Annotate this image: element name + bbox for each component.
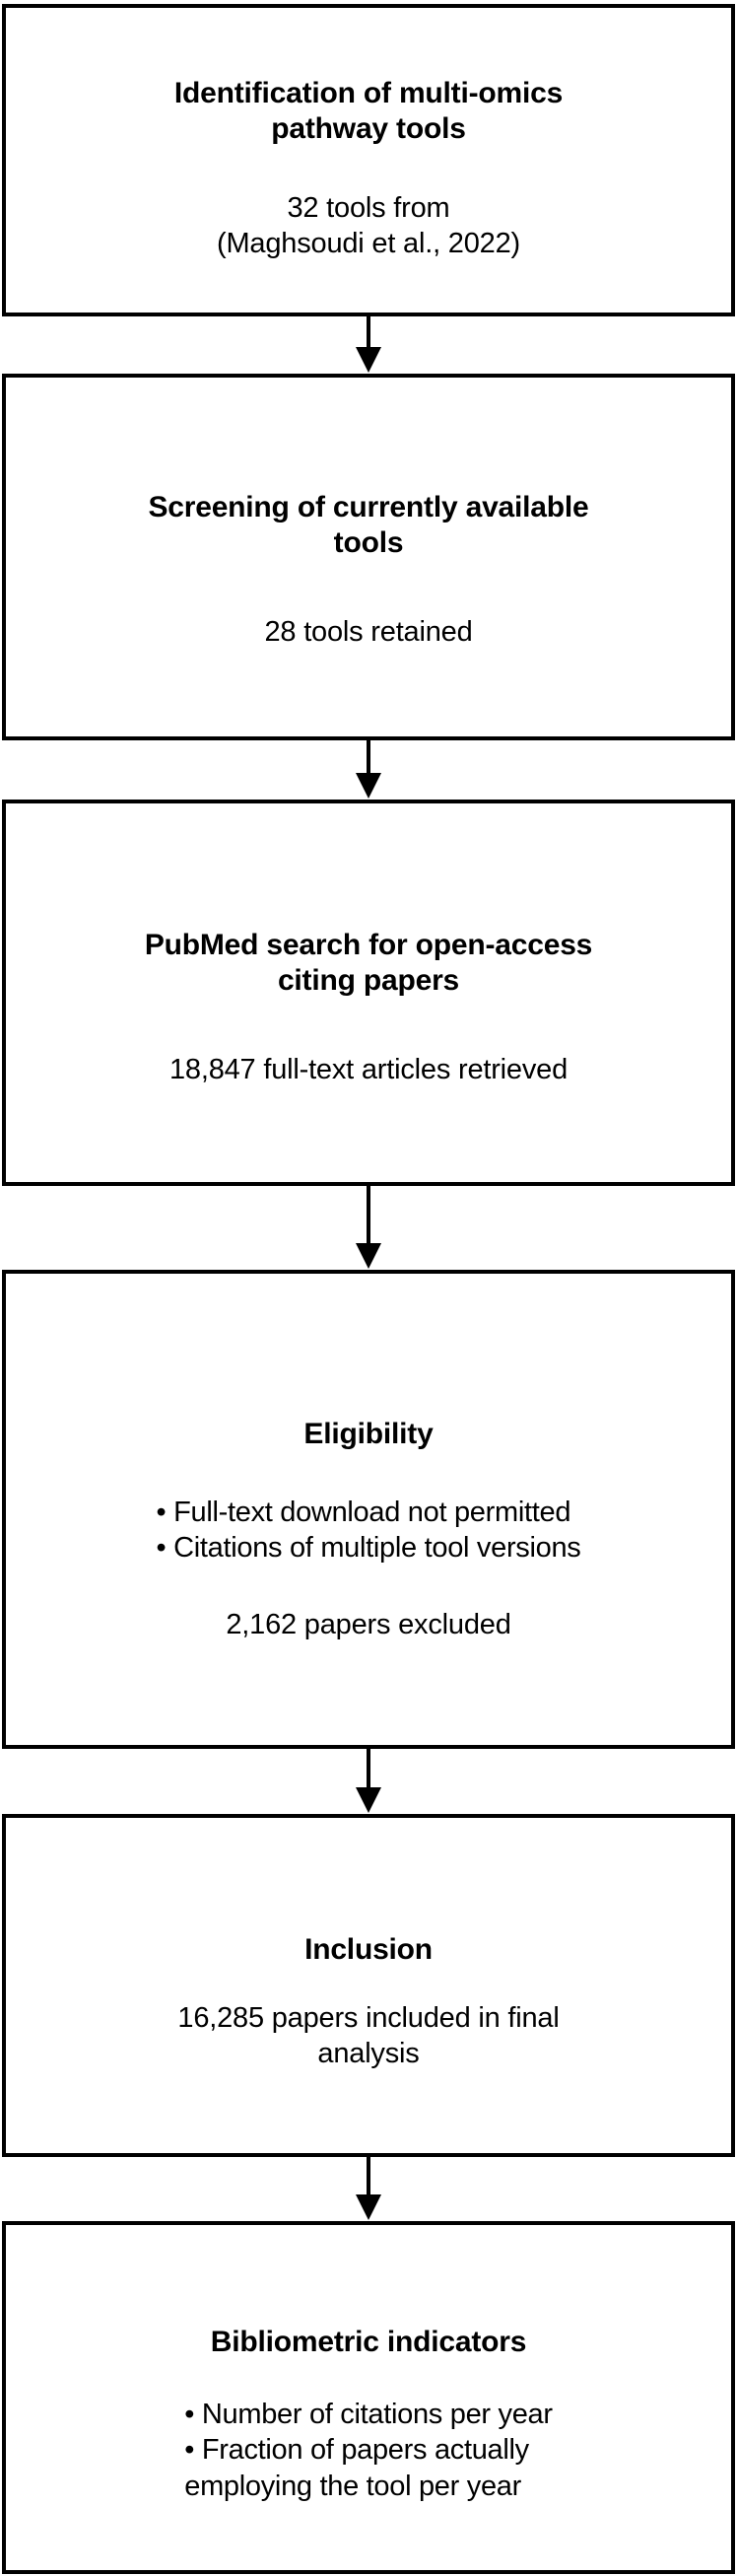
flow-box-identification: Identification of multi-omics pathway to…: [2, 4, 735, 316]
arrow-head-down-icon: [356, 773, 381, 800]
flow-box-screening-body: 28 tools retained: [264, 615, 473, 648]
flow-box-inclusion-body: 16,285 papers included in final analysis: [177, 2002, 560, 2070]
flow-box-screening: Screening of currently available tools 2…: [2, 373, 735, 741]
flow-box-bibliometric-indicators-bullets: • Number of citations per year • Fractio…: [184, 2398, 553, 2502]
flow-box-pubmed-search: PubMed search for open-access citing pap…: [2, 800, 735, 1187]
flow-box-pubmed-search-title: PubMed search for open-access citing pap…: [144, 928, 593, 998]
arrow-shaft: [367, 1748, 370, 1788]
arrow-shaft: [367, 315, 370, 348]
arrow-eligibility-to-inclusion: [354, 1748, 383, 1814]
arrow-shaft: [367, 740, 370, 775]
arrow-screening-to-pubmed: [354, 740, 383, 800]
flow-box-eligibility-title: Eligibility: [303, 1418, 434, 1451]
flow-box-bibliometric-indicators-title: Bibliometric indicators: [210, 2326, 527, 2359]
arrow-head-down-icon: [356, 2194, 381, 2221]
flow-box-pubmed-search-body: 18,847 full-text articles retrieved: [168, 1053, 569, 1085]
arrow-inclusion-to-indicators: [354, 2157, 383, 2221]
flow-box-eligibility: Eligibility • Full-text download not per…: [2, 1270, 735, 1749]
arrow-head-down-icon: [356, 1243, 381, 1270]
flow-box-inclusion: Inclusion 16,285 papers included in fina…: [2, 1813, 735, 2158]
flow-box-identification-title: Identification of multi-omics pathway to…: [173, 76, 564, 146]
arrow-head-down-icon: [356, 346, 381, 373]
flow-box-inclusion-title: Inclusion: [304, 1932, 433, 1966]
arrow-pubmed-to-eligibility: [354, 1186, 383, 1270]
flow-box-screening-title: Screening of currently available tools: [148, 490, 589, 560]
arrow-identification-to-screening: [354, 315, 383, 374]
arrow-shaft: [367, 2157, 370, 2196]
flow-box-identification-body: 32 tools from (Maghsoudi et al., 2022): [217, 192, 520, 259]
arrow-shaft: [367, 1186, 370, 1245]
flow-box-eligibility-body: 2,162 papers excluded: [226, 1608, 511, 1640]
flow-box-eligibility-bullets: • Full-text download not permitted • Cit…: [156, 1496, 581, 1565]
flow-box-bibliometric-indicators: Bibliometric indicators • Number of cita…: [2, 2221, 735, 2575]
arrow-head-down-icon: [356, 1786, 381, 1813]
